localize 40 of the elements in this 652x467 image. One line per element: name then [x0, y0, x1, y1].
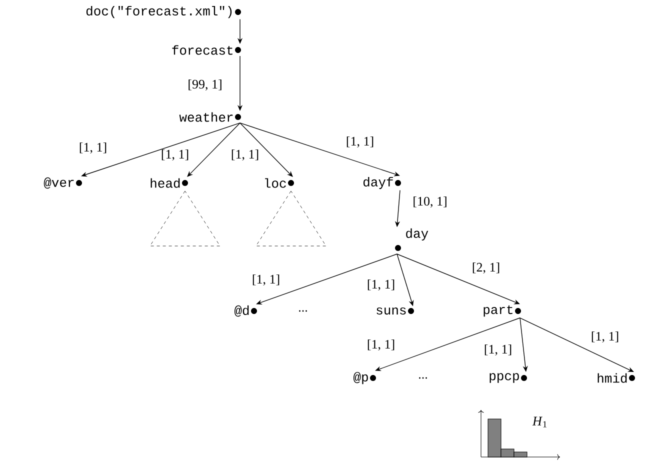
- edge-label: [1, 1]: [162, 150, 188, 161]
- edge-label: [99, 1]: [188, 80, 222, 91]
- tree-node: loc: [265, 178, 294, 188]
- tree-node: weather: [179, 112, 241, 122]
- node-label: ppcp: [490, 373, 519, 383]
- tree-node: day: [395, 228, 428, 251]
- tree-node: part: [484, 305, 521, 317]
- node-label: suns: [376, 307, 406, 315]
- node-label: head: [150, 178, 180, 188]
- node-label: hmid: [598, 373, 627, 383]
- histogram-label: H$_{1}$: [532, 416, 546, 428]
- node-label: @ver: [44, 177, 74, 189]
- node-label: loc: [265, 178, 286, 188]
- edge-label: [1, 1]: [592, 332, 618, 343]
- ellipsis: ...: [299, 310, 308, 312]
- edge-label: [1, 1]: [368, 280, 394, 291]
- edge-label: [1, 1]: [252, 274, 280, 286]
- edge-label: [1, 1]: [346, 136, 374, 148]
- tree-node: forecast: [172, 45, 241, 55]
- node-label: @d: [234, 305, 249, 317]
- tree-node: suns: [376, 307, 414, 315]
- node-label: dayf: [363, 176, 393, 190]
- edge-label: [2, 1]: [472, 262, 500, 274]
- ellipsis: ...: [419, 377, 428, 379]
- tree-node: dayf: [363, 176, 401, 190]
- edge-label: [1, 1]: [484, 344, 512, 356]
- edge-label: [1, 1]: [80, 142, 106, 154]
- node-label: @p: [353, 372, 368, 384]
- tree-node: doc("forecast.xml"): [86, 6, 241, 18]
- edge-label: [10, 1]: [414, 196, 446, 208]
- tree-node: hmid: [598, 373, 635, 383]
- edge-label: [1, 1]: [368, 340, 394, 351]
- tree-node: @ver: [44, 177, 82, 189]
- node-label: part: [484, 305, 512, 317]
- node-label: day: [406, 228, 428, 241]
- tree-node: ppcp: [490, 373, 527, 383]
- tree-node: @d: [234, 305, 257, 317]
- tree-node: head: [150, 178, 188, 188]
- tree-node: @p: [353, 372, 376, 384]
- edge-label: [1, 1]: [232, 150, 258, 161]
